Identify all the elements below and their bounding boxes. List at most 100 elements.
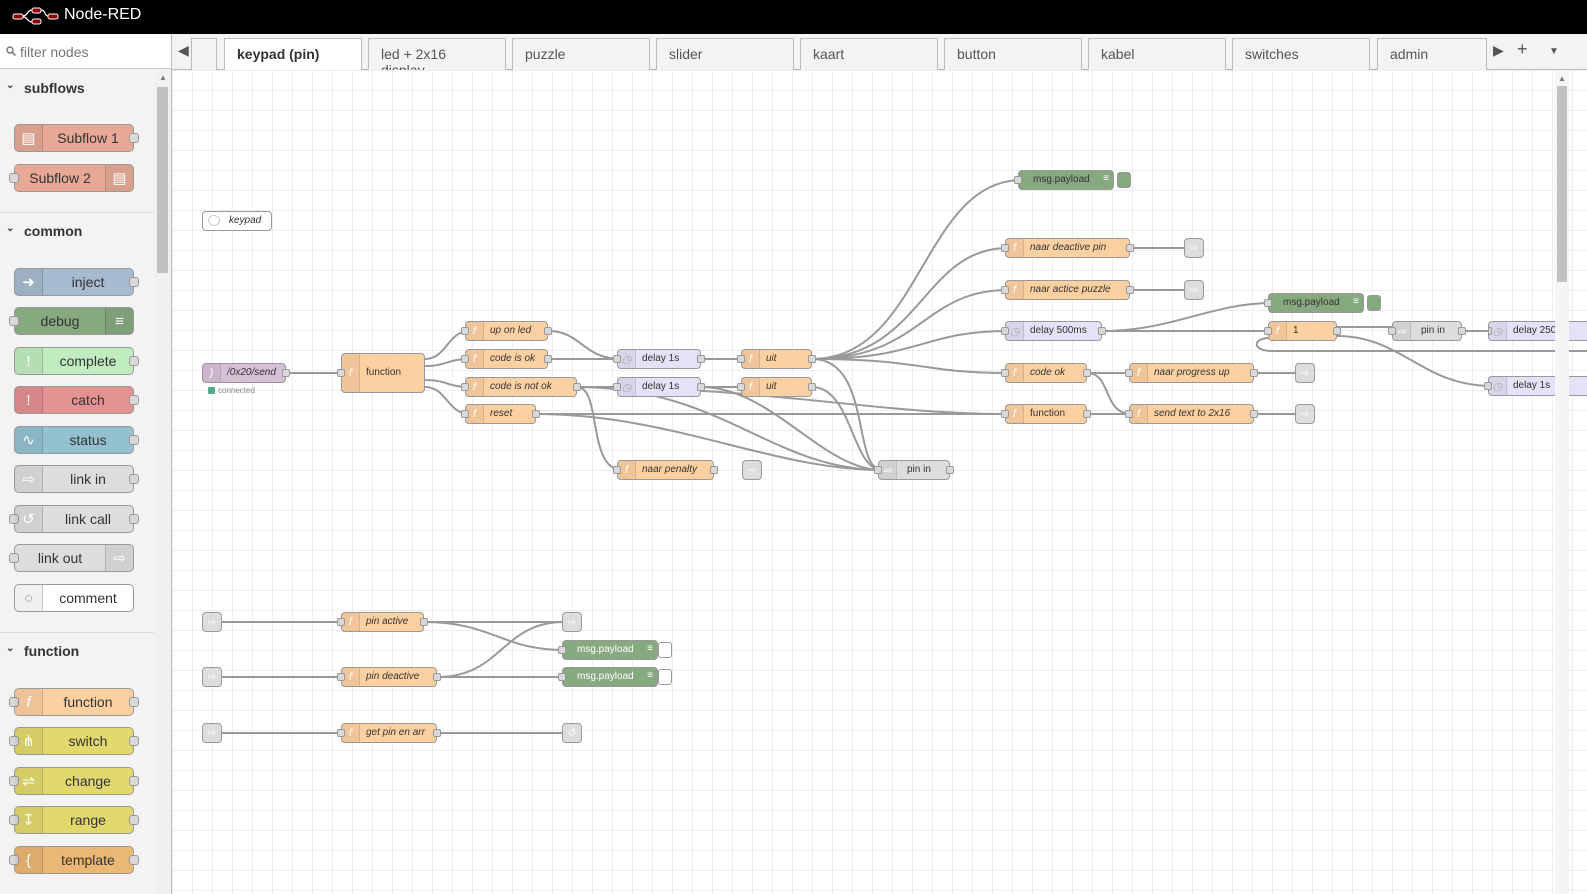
palette-node-link-in[interactable]: ⇨ link in bbox=[14, 465, 139, 493]
link-out-node-puzzle[interactable]: ⇨ bbox=[1184, 280, 1204, 300]
link-out-node-send-text[interactable]: ⇨ bbox=[1295, 404, 1315, 424]
tab-scroll-left-icon[interactable]: ◀ bbox=[178, 42, 189, 58]
debug-toggle-right[interactable] bbox=[1367, 295, 1381, 311]
tab-slider[interactable]: slider bbox=[656, 38, 794, 70]
comment-icon: ○ bbox=[15, 585, 43, 611]
palette-node-template[interactable]: { template bbox=[9, 846, 139, 874]
delay-node-1s-right[interactable]: ◷delay 1s bbox=[1484, 376, 1587, 396]
category-common[interactable]: ⌄ common bbox=[0, 212, 154, 248]
mqtt-icon: ) bbox=[203, 364, 221, 382]
palette-node-change[interactable]: ⇌ change bbox=[9, 767, 139, 795]
delay-node-1[interactable]: ◷delay 1s bbox=[613, 349, 705, 369]
tab-button[interactable]: button bbox=[944, 38, 1082, 70]
debug-node-top[interactable]: msg.payload≡ bbox=[1014, 170, 1114, 190]
node-palette: ⌄ subflows ▤ Subflow 1 Subflow 2 ▤ ⌄ com… bbox=[0, 34, 172, 894]
link-in-node-b3[interactable]: ⇨ bbox=[202, 723, 222, 743]
debug-toggle-b2[interactable] bbox=[658, 669, 672, 685]
debug-node-b1[interactable]: msg.payload≡ bbox=[558, 640, 658, 660]
palette-node-complete[interactable]: ! complete bbox=[14, 347, 139, 375]
tab-kabel[interactable]: kabel bbox=[1088, 38, 1226, 70]
palette-node-status[interactable]: ∿ status bbox=[14, 426, 139, 454]
link-in-node-b2[interactable]: ⇨ bbox=[202, 667, 222, 687]
palette-node-catch[interactable]: ! catch bbox=[14, 386, 139, 414]
link-in-node-right[interactable]: ⇨pin in bbox=[1388, 321, 1466, 341]
palette-node-switch[interactable]: ⋔ switch bbox=[9, 727, 139, 755]
delay-node-500ms[interactable]: ◷delay 500ms bbox=[1001, 321, 1106, 341]
function-icon: f bbox=[742, 350, 760, 368]
clock-icon: ◷ bbox=[618, 350, 636, 368]
debug-node-right[interactable]: msg.payload≡ bbox=[1264, 293, 1364, 313]
filter-nodes-input[interactable] bbox=[18, 42, 158, 62]
tab-menu-chevron-down-icon[interactable]: ▼ bbox=[1549, 46, 1559, 57]
palette-node-subflow-1[interactable]: ▤ Subflow 1 bbox=[14, 124, 139, 152]
palette-node-link-call[interactable]: ↺ link call bbox=[9, 505, 139, 533]
tab-puzzle[interactable]: puzzle bbox=[512, 38, 650, 70]
palette-node-range[interactable]: ↧ range bbox=[9, 806, 139, 834]
link-in-node-mid[interactable]: ⇨pin in bbox=[874, 460, 954, 480]
link-out-node-b1[interactable]: ⇨ bbox=[562, 612, 582, 632]
palette-node-subflow-2[interactable]: Subflow 2 ▤ bbox=[9, 164, 134, 192]
link-in-icon: ⇨ bbox=[207, 727, 217, 739]
add-tab-icon[interactable]: + bbox=[1517, 39, 1528, 59]
debug-node-b2[interactable]: msg.payload≡ bbox=[558, 667, 658, 687]
palette-node-link-out[interactable]: link out ⇨ bbox=[9, 544, 134, 572]
debug-toggle-b1[interactable] bbox=[658, 642, 672, 658]
link-out-node-progress[interactable]: ⇨ bbox=[1295, 363, 1315, 383]
function-icon: f bbox=[1130, 364, 1148, 382]
tab-switches[interactable]: switches bbox=[1232, 38, 1370, 70]
link-out-node-penalty[interactable]: ⇨ bbox=[742, 460, 762, 480]
tab-kaart[interactable]: kaart bbox=[800, 38, 938, 70]
tab-keypad-pin[interactable]: keypad (pin) bbox=[224, 38, 362, 71]
debug-toggle-top[interactable] bbox=[1117, 172, 1131, 188]
flow-workspace[interactable]: keypad ) /0x20/send connected f function… bbox=[172, 70, 1587, 894]
workspace-scroll-thumb[interactable] bbox=[1557, 86, 1567, 282]
palette-node-inject[interactable]: ➜ inject bbox=[14, 268, 139, 296]
function-icon: f bbox=[1006, 364, 1024, 382]
delay-node-250[interactable]: ◷delay 250 bbox=[1488, 321, 1587, 341]
palette-node-comment[interactable]: ○ comment bbox=[14, 584, 134, 612]
link-out-icon: ⇨ bbox=[567, 616, 577, 628]
tab-admin[interactable]: admin bbox=[1377, 38, 1487, 70]
switch-icon: ⋔ bbox=[15, 728, 43, 754]
function-icon: f bbox=[342, 613, 360, 631]
tab-blank[interactable] bbox=[191, 38, 217, 70]
chevron-down-icon: ⌄ bbox=[6, 80, 15, 91]
mqtt-in-node[interactable]: ) /0x20/send bbox=[202, 363, 290, 383]
comment-node-keypad[interactable]: keypad bbox=[202, 211, 272, 231]
link-out-node-deactive[interactable]: ⇨ bbox=[1184, 238, 1204, 258]
link-out-icon: ⇨ bbox=[1189, 284, 1199, 296]
category-subflows[interactable]: ⌄ subflows bbox=[0, 70, 154, 106]
scroll-up-icon: ▲ bbox=[159, 73, 167, 82]
palette-scroll-thumb[interactable] bbox=[157, 87, 168, 273]
link-in-icon: ⇨ bbox=[1393, 322, 1411, 340]
palette-scrollbar[interactable]: ▲ bbox=[155, 69, 171, 894]
function-node-main[interactable]: f function bbox=[337, 353, 425, 393]
link-call-node-b3[interactable]: ↺ bbox=[562, 723, 582, 743]
category-function[interactable]: ⌄ function bbox=[0, 632, 154, 668]
link-in-node-b1[interactable]: ⇨ bbox=[202, 612, 222, 632]
palette-node-function[interactable]: f function bbox=[9, 688, 139, 716]
delay-node-2[interactable]: ◷delay 1s bbox=[613, 377, 705, 397]
clock-icon: ◷ bbox=[1006, 322, 1024, 340]
tab-led-display[interactable]: led + 2x16 display bbox=[368, 38, 506, 78]
palette-node-debug[interactable]: debug ≡ bbox=[9, 307, 134, 335]
workspace-scrollbar[interactable]: ▲ bbox=[1555, 70, 1569, 894]
tab-scroll-right-icon[interactable]: ▶ bbox=[1493, 42, 1504, 58]
